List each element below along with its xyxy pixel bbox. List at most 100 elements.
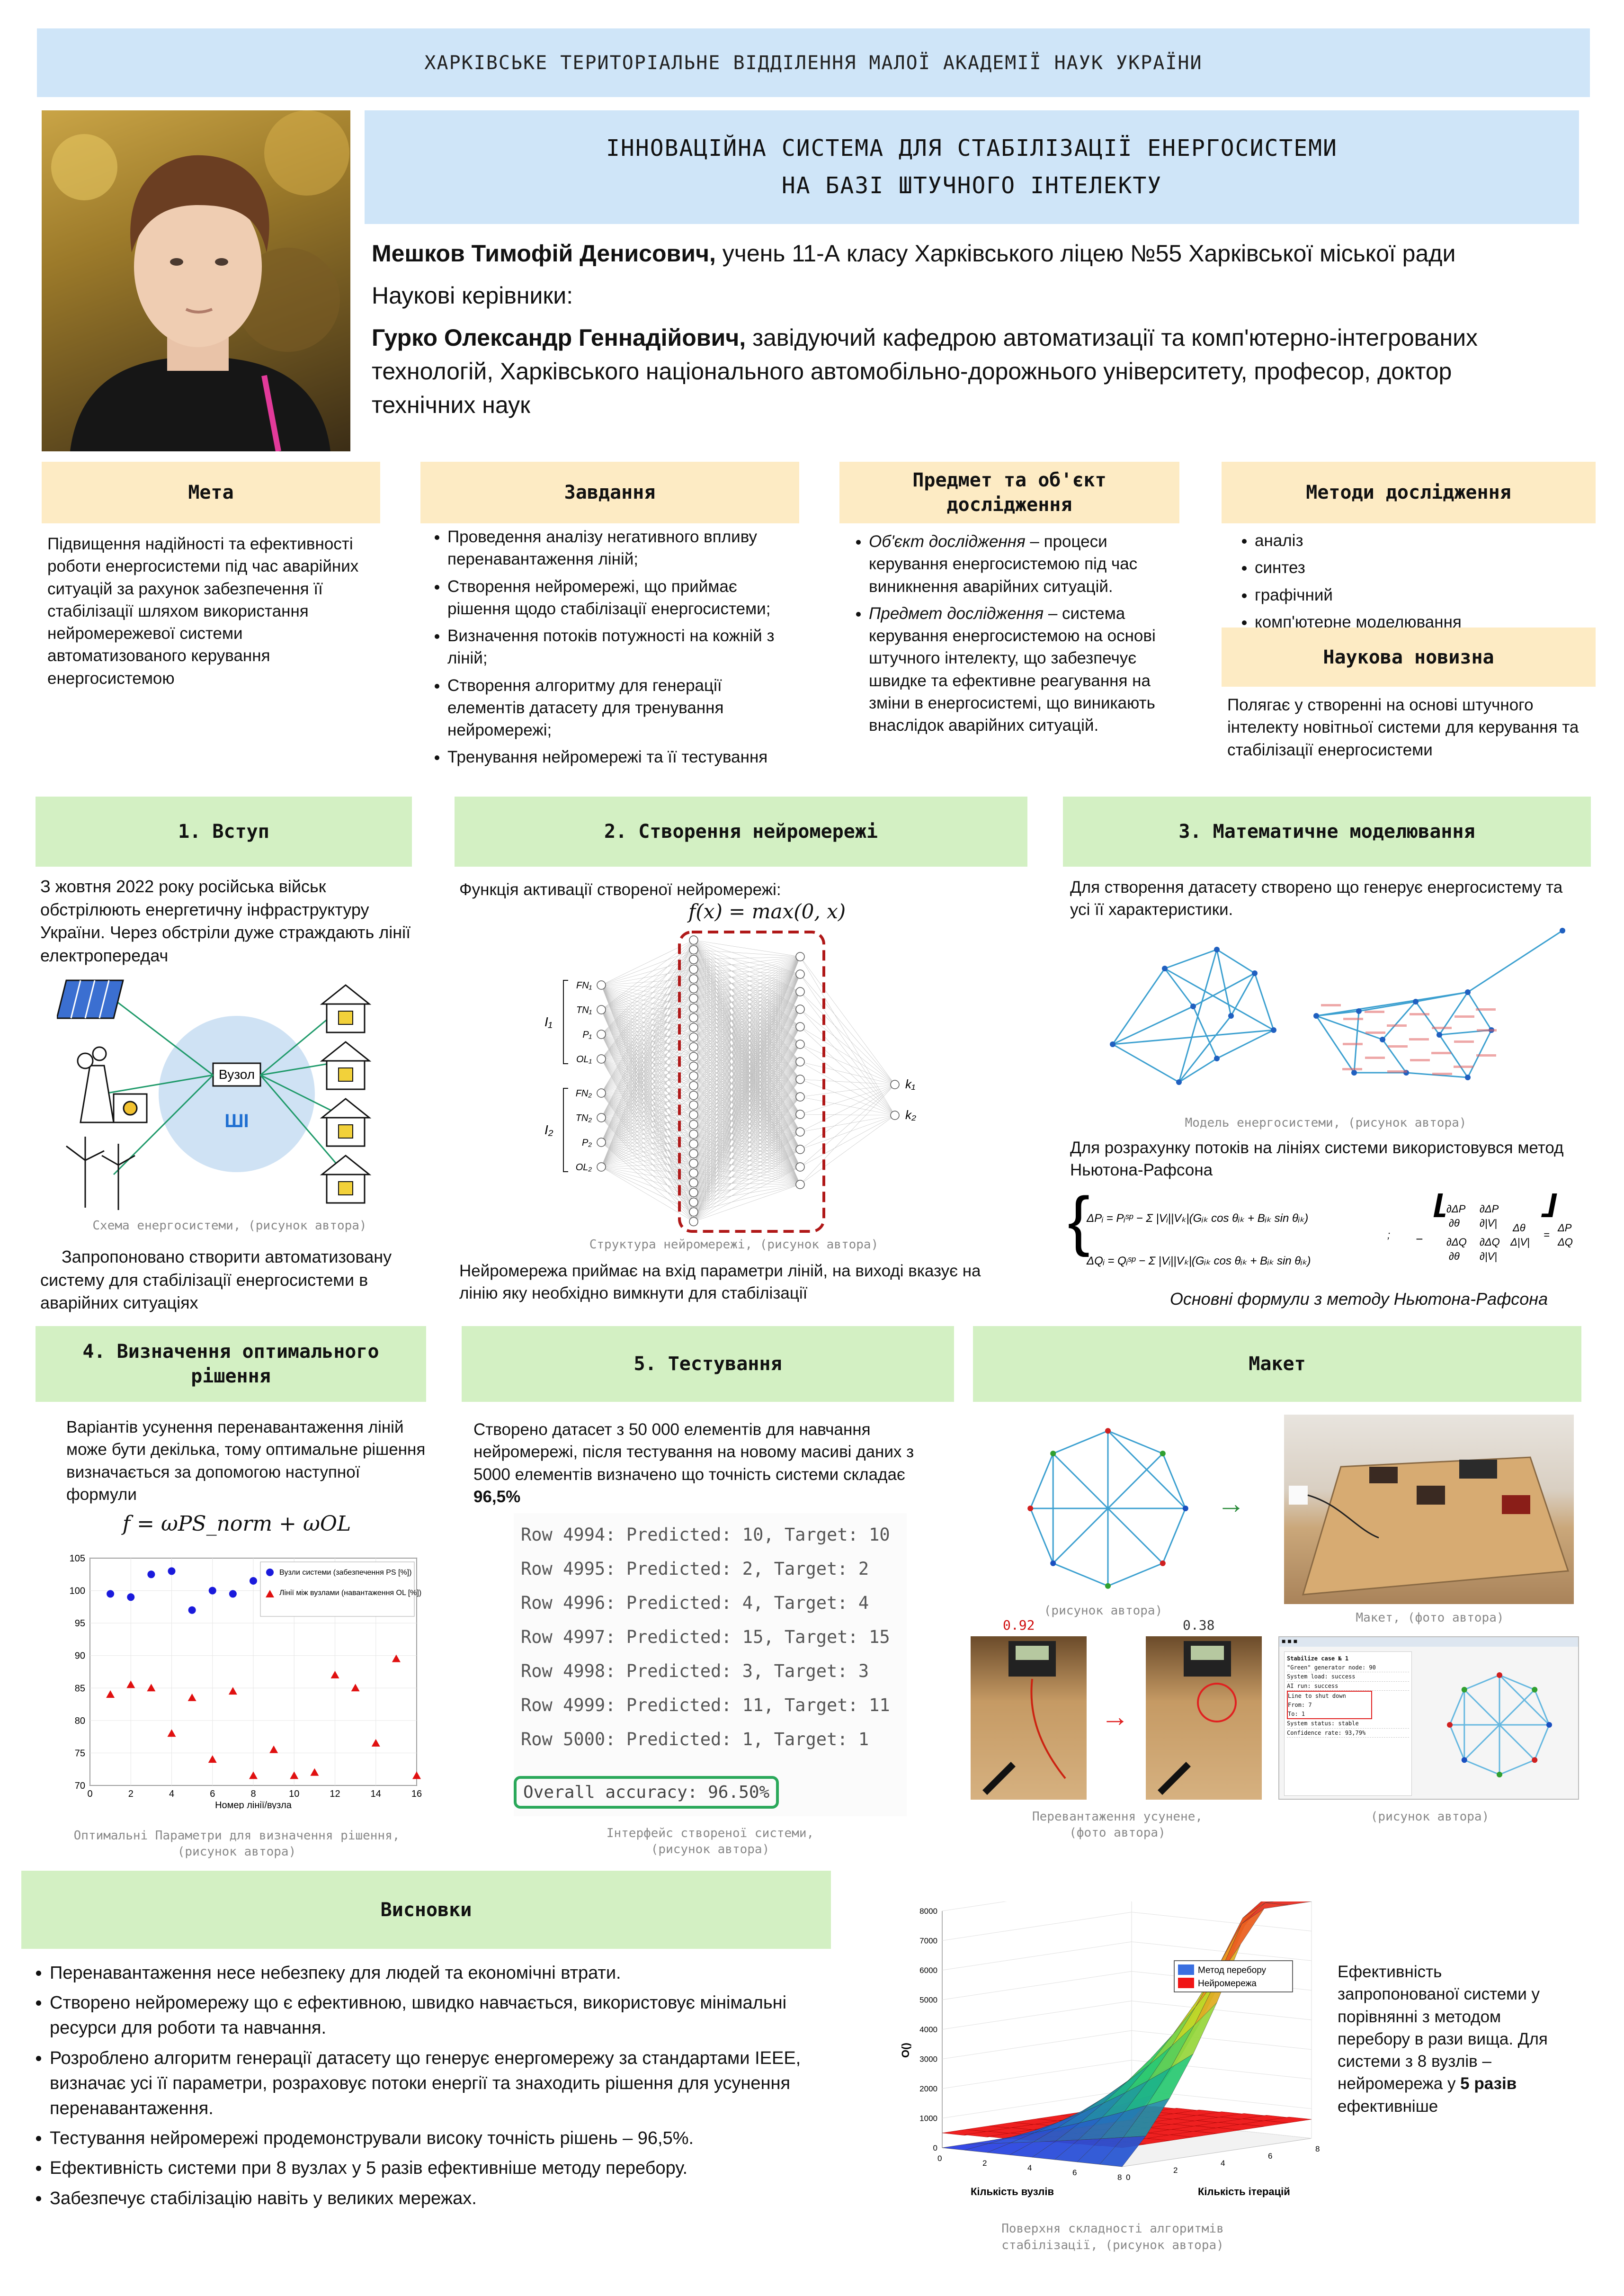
flow-annotation-mark	[1365, 1011, 1384, 1013]
supervisors-label: Наукові керівники:	[372, 282, 573, 309]
data-point-line	[351, 1684, 360, 1692]
data-point-line	[147, 1684, 156, 1692]
y-tick-label: 85	[75, 1683, 85, 1694]
testing-caption-2: (рисунок автора)	[651, 1842, 770, 1857]
hidden-neuron	[689, 955, 698, 964]
svg-text:=: =	[1544, 1229, 1550, 1241]
input-neuron	[597, 1088, 606, 1098]
svg-text:−: −	[1416, 1232, 1423, 1246]
grid-node	[1110, 1041, 1115, 1047]
grid-edge	[1178, 1015, 1232, 1083]
power-grid-model	[1110, 928, 1565, 1085]
math-text-2: Для розрахунку потоків на лініях системи…	[1070, 1139, 1564, 1180]
hidden-neuron	[795, 1057, 805, 1067]
output-label: k₂	[905, 1108, 916, 1122]
arrow-right-red-icon: →	[1101, 1701, 1129, 1732]
group-label: I₁	[544, 1014, 553, 1029]
y-tick-label: 100	[70, 1586, 85, 1596]
title-line-1: ІННОВАЦІЙНА СИСТЕМА ДЛЯ СТАБІЛІЗАЦІЇ ЕНЕ…	[606, 135, 1338, 161]
grid-edge	[1230, 973, 1256, 1016]
grid-node	[1190, 1004, 1196, 1009]
data-point-line	[269, 1745, 278, 1753]
data-point-line	[412, 1771, 421, 1779]
y-axis-label: Кількість ітерацій	[1198, 2186, 1290, 2197]
task-item: Тренування нейромережі та її тестування	[447, 746, 803, 768]
ui-log-line: "Green" generator node: 90	[1287, 1663, 1409, 1673]
method-item: графічний	[1255, 584, 1586, 606]
author-line: Мешков Тимофій Денисович, учень 11-А кла…	[372, 237, 1546, 270]
grid-edge	[1193, 972, 1255, 1007]
maket-photo	[1284, 1415, 1574, 1604]
hidden-neuron	[689, 964, 698, 974]
hidden-neuron	[689, 1022, 698, 1032]
flow-annotation-mark	[1410, 1059, 1430, 1061]
grid-line	[942, 1912, 1132, 1941]
grid-line	[942, 2000, 1132, 2030]
data-point-line	[187, 1693, 196, 1701]
maket-node	[1160, 1560, 1166, 1566]
method-item: синтез	[1255, 556, 1586, 579]
svg-text:∂θ: ∂θ	[1449, 1250, 1460, 1262]
math-text-1: Для створення датасету створено що генер…	[1070, 878, 1563, 919]
maket-edge	[1449, 1689, 1465, 1725]
grid-node	[1252, 970, 1258, 976]
grid-node	[1351, 1070, 1357, 1076]
grid-edge	[1353, 1011, 1360, 1073]
hidden-neuron	[795, 1127, 805, 1137]
x-axis-label: Кількість вузлів	[971, 2186, 1054, 2197]
input-label: TN₁	[576, 1005, 592, 1015]
maket-node	[1050, 1560, 1056, 1566]
ui-titlebar: ■ ■ ■	[1279, 1637, 1578, 1647]
svg-text:∂|V|: ∂|V|	[1480, 1217, 1497, 1229]
efficiency-highlight: 5 разів	[1460, 2074, 1517, 2093]
data-point-line	[249, 1771, 258, 1779]
x-tick-label: 10	[289, 1789, 299, 1799]
subject-label: Предмет дослідження	[869, 604, 1044, 623]
conclusion-item: Ефективність системи при 8 вузлах у 5 ра…	[50, 2156, 840, 2181]
legend-marker-triangle	[266, 1590, 274, 1597]
x-tick-label: 2	[128, 1789, 134, 1799]
task-item: Створення алгоритму для генерації елемен…	[447, 674, 803, 742]
maket-edge	[1107, 1562, 1163, 1587]
hidden-neuron	[689, 1091, 698, 1100]
grid-node	[1176, 1079, 1182, 1085]
maket-edge	[1499, 1674, 1550, 1726]
x-tick-label: 0	[937, 2154, 942, 2163]
svg-text:∂θ: ∂θ	[1449, 1217, 1460, 1229]
tasks-list: Проведення аналізу негативного впливу пе…	[419, 526, 803, 773]
grid-edge	[1216, 949, 1255, 974]
group-bracket	[563, 1088, 568, 1172]
maket-node	[1461, 1757, 1467, 1763]
maket-edge	[1107, 1430, 1186, 1509]
legend-label: Вузли системи (забезпечення PS [%])	[279, 1569, 411, 1577]
goal-text: Підвищення надійності та ефективності ро…	[47, 535, 359, 688]
data-point-line	[228, 1687, 237, 1695]
hidden-neuron	[689, 1130, 698, 1139]
supervisor-name: Гурко Олександр Геннадійович,	[372, 324, 746, 351]
ui-log-line: Confidence rate: 93,79%	[1287, 1729, 1409, 1738]
output-label: k₁	[905, 1077, 915, 1091]
output-neuron	[890, 1111, 900, 1120]
data-point-line	[290, 1771, 299, 1779]
hidden-neuron	[795, 1075, 805, 1084]
hidden-neuron	[689, 974, 698, 984]
hidden-neuron	[689, 1149, 698, 1158]
hidden-neuron	[689, 1100, 698, 1110]
flow-annotation-mark	[1387, 1024, 1407, 1027]
hidden-neuron	[689, 935, 698, 945]
overload-photo-1	[971, 1636, 1087, 1800]
y-tick-label: 4	[1221, 2159, 1225, 2168]
math-header: 3. Математичне моделювання	[1063, 797, 1591, 867]
tasks-header: Завдання	[420, 462, 799, 523]
flow-annotation-mark	[1431, 1052, 1451, 1054]
arrow-right-icon: →	[1217, 1488, 1245, 1519]
y-tick-label: 6	[1268, 2152, 1272, 2161]
svg-text:]: ]	[1541, 1193, 1563, 1218]
input-neuron	[597, 1113, 606, 1122]
input-neuron	[597, 1030, 606, 1039]
grid-line	[1131, 1912, 1312, 1931]
svg-text:Δ|V|: Δ|V|	[1510, 1236, 1530, 1248]
